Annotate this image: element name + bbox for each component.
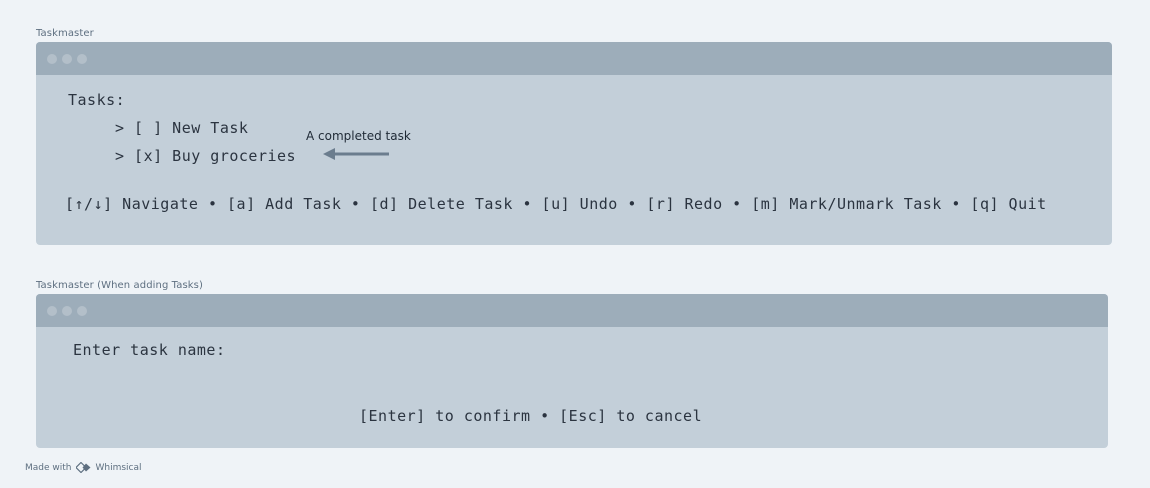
window-control-dot-close[interactable] <box>47 54 57 64</box>
made-with-label: Made with <box>25 462 72 473</box>
task-item-buy-groceries[interactable]: > [x] Buy groceries <box>115 147 297 165</box>
completed-task-annotation: A completed task <box>306 129 411 143</box>
whimsical-logo-icon <box>75 462 90 473</box>
window-control-dot-minimize[interactable] <box>62 54 72 64</box>
window-title-bar <box>36 42 1112 75</box>
window-control-dot-maximize[interactable] <box>77 54 87 64</box>
taskmaster-add-task-window: Enter task name: [Enter] to confirm • [E… <box>36 294 1108 448</box>
frame-label-taskmaster: Taskmaster <box>36 28 94 39</box>
task-item-new-task[interactable]: > [ ] New Task <box>115 119 249 137</box>
window-control-dot-maximize[interactable] <box>77 306 87 316</box>
window-title-bar <box>36 294 1108 327</box>
taskmaster-window: Tasks: > [ ] New Task > [x] Buy grocerie… <box>36 42 1112 245</box>
window-control-dot-close[interactable] <box>47 306 57 316</box>
frame-label-taskmaster-adding: Taskmaster (When adding Tasks) <box>36 280 203 291</box>
tasks-heading: Tasks: <box>68 91 126 109</box>
window-control-dot-minimize[interactable] <box>62 306 72 316</box>
confirm-cancel-help-bar: [Enter] to confirm • [Esc] to cancel <box>359 407 703 425</box>
left-arrow-icon <box>323 148 389 160</box>
whimsical-brand-label: Whimsical <box>95 462 142 473</box>
keybindings-help-bar: [↑/↓] Navigate • [a] Add Task • [d] Dele… <box>65 195 1047 213</box>
task-name-prompt[interactable]: Enter task name: <box>73 341 226 359</box>
made-with-footer[interactable]: Made with Whimsical <box>25 462 142 473</box>
